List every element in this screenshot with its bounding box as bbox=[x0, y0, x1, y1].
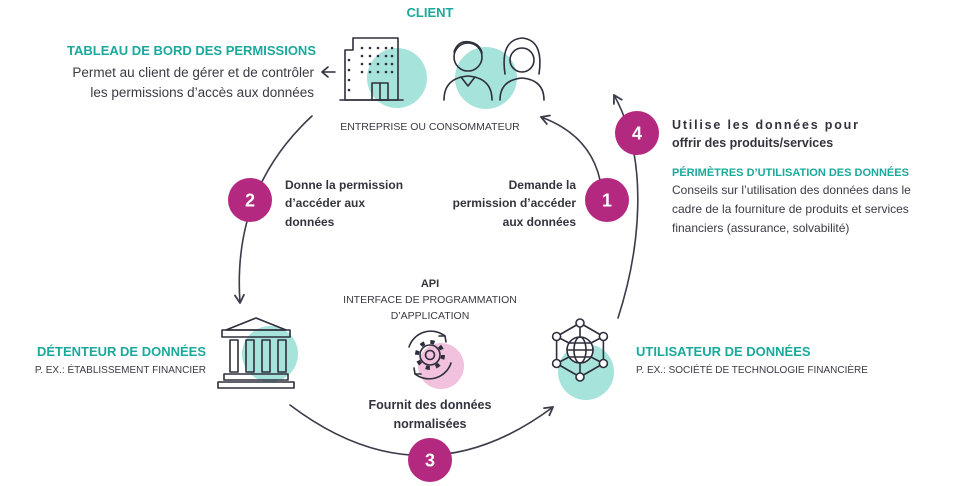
gear-sync-icon bbox=[408, 330, 452, 380]
arrow-left-icon bbox=[321, 66, 336, 78]
dashboard-line-1: Permet au client de gérer et de contrôle… bbox=[72, 65, 314, 80]
flow-arrow-permission-request bbox=[540, 114, 601, 181]
building-highlight bbox=[367, 48, 427, 108]
step-3-number: 3 bbox=[425, 451, 435, 471]
scope-title: PÉRIMÈTRES D’UTILISATION DES DONNÉES bbox=[672, 166, 909, 179]
step-4-line-1: Utilise les données pour bbox=[672, 118, 858, 132]
step-4-badge bbox=[615, 111, 659, 155]
step-1-badge bbox=[585, 178, 629, 222]
step-3-line-1: Fournit des données bbox=[369, 398, 492, 412]
step-2-line-1: Donne la permission bbox=[285, 178, 403, 192]
step-1-number: 1 bbox=[602, 191, 612, 211]
dashboard-line-2: les permissions d’accès aux données bbox=[90, 85, 314, 100]
step-4-line-2: offrir des produits/services bbox=[672, 136, 833, 150]
api-node: API INTERFACE DE PROGRAMMATION D’APPLICA… bbox=[343, 278, 517, 389]
step-2: 2 Donne la permission d’accéder aux donn… bbox=[228, 178, 403, 229]
step-3-badge bbox=[408, 438, 452, 482]
people-highlight bbox=[455, 47, 517, 109]
holder-title: DÉTENTEUR DE DONNÉES bbox=[37, 344, 206, 359]
client-title: CLIENT bbox=[407, 5, 454, 20]
holder-subtitle: P. EX.: ÉTABLISSEMENT FINANCIER bbox=[35, 363, 206, 376]
building-icon bbox=[339, 37, 404, 101]
scope-line-1: Conseils sur l’utilisation des données d… bbox=[672, 183, 911, 197]
api-line-2: D’APPLICATION bbox=[391, 310, 470, 322]
permissions-dashboard: TABLEAU DE BORD DES PERMISSIONS Permet a… bbox=[67, 43, 336, 100]
step-4-number: 4 bbox=[632, 124, 642, 144]
step-4: 4 Utilise les données pour offrir des pr… bbox=[615, 111, 858, 155]
gear-highlight bbox=[418, 343, 464, 389]
api-line-1: INTERFACE DE PROGRAMMATION bbox=[343, 294, 517, 306]
people-icon bbox=[443, 37, 545, 101]
step-3-line-2: normalisées bbox=[394, 417, 467, 431]
step-2-line-2: d’accéder aux bbox=[285, 196, 365, 210]
network-globe-icon bbox=[551, 318, 609, 382]
dashboard-title: TABLEAU DE BORD DES PERMISSIONS bbox=[67, 43, 316, 58]
step-1-line-3: aux données bbox=[503, 215, 577, 229]
bank-icon bbox=[217, 317, 295, 389]
client-node: CLIENT ENTREPRISE OU CONSOMMAT bbox=[339, 5, 545, 133]
step-2-number: 2 bbox=[245, 191, 255, 211]
step-1-line-1: Demande la bbox=[509, 178, 577, 192]
data-holder-node: DÉTENTEUR DE DONNÉES P. EX.: ÉTABLISSEME… bbox=[35, 317, 298, 389]
step-2-badge bbox=[228, 178, 272, 222]
step-2-line-3: données bbox=[285, 215, 335, 229]
user-subtitle: P. EX.: SOCIÉTÉ DE TECHNOLOGIE FINANCIÈR… bbox=[636, 363, 868, 376]
data-user-node: UTILISATEUR DE DONNÉES P. EX.: SOCIÉTÉ D… bbox=[551, 318, 868, 400]
user-title: UTILISATEUR DE DONNÉES bbox=[636, 344, 811, 359]
step-3: Fournit des données normalisées 3 bbox=[369, 398, 492, 482]
step-1: 1 Demande la permission d’accéder aux do… bbox=[453, 178, 629, 229]
scope-line-3: financiers (assurance, solvabilité) bbox=[672, 221, 849, 235]
api-title: API bbox=[421, 278, 439, 290]
usage-scope: PÉRIMÈTRES D’UTILISATION DES DONNÉES Con… bbox=[672, 166, 911, 235]
client-subtitle: ENTREPRISE OU CONSOMMATEUR bbox=[340, 121, 520, 133]
step-1-line-2: permission d’accéder bbox=[453, 196, 577, 210]
scope-line-2: cadre de la fourniture de produits et se… bbox=[672, 202, 909, 216]
